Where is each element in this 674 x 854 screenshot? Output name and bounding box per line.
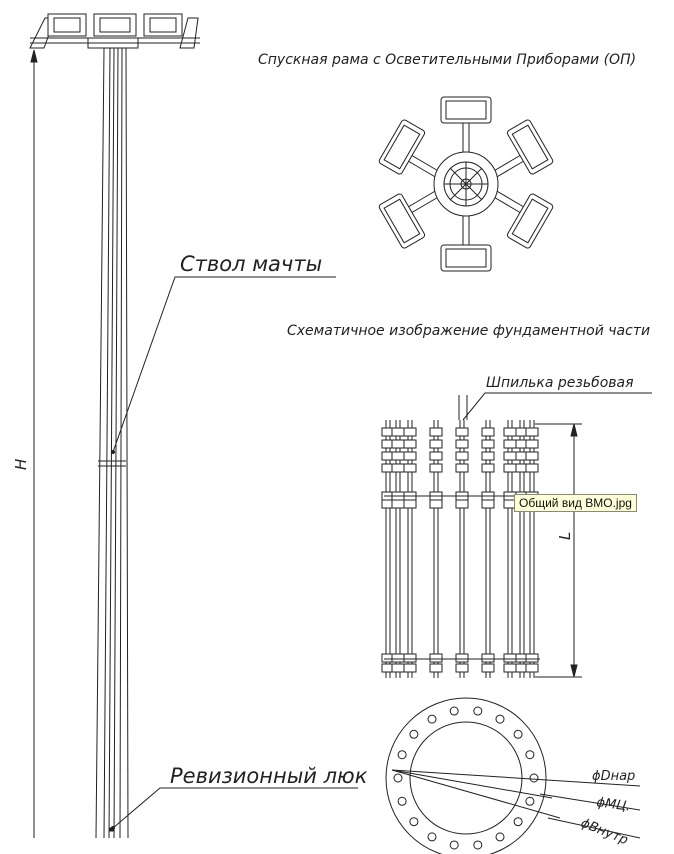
foundation-title: Схематичное изображение фундаментной час… [287,323,650,339]
threaded-stud-label: Шпилька резьбовая [486,375,634,391]
mast-trunk-label: Ствол мачты [180,252,322,276]
file-tooltip: Общий вид ВМО.jpg [514,494,637,512]
stud-leader [458,392,652,421]
mast-top-frame [29,13,200,49]
frame-title: Спускная рама с Осветительными Приборами… [258,52,636,68]
height-dimension [30,49,38,838]
anchor-bolt-cage [381,420,540,678]
hatch-leader [111,787,358,830]
inspection-hatch-label: Ревизионный люк [170,764,368,788]
inner-diameter-label: ϕВнутр [579,816,631,848]
length-dimension-label: L [556,532,574,540]
bolt-circle-label: ϕМЦ. [595,795,631,815]
length-dimension [535,423,582,678]
height-dimension-label: H [12,459,30,470]
outer-diameter-label: ϕDнар [592,769,635,784]
flange-ring [385,697,641,854]
frame-top-view [378,96,554,272]
mast-trunk-leader [111,276,336,454]
mast-trunk [95,47,129,839]
